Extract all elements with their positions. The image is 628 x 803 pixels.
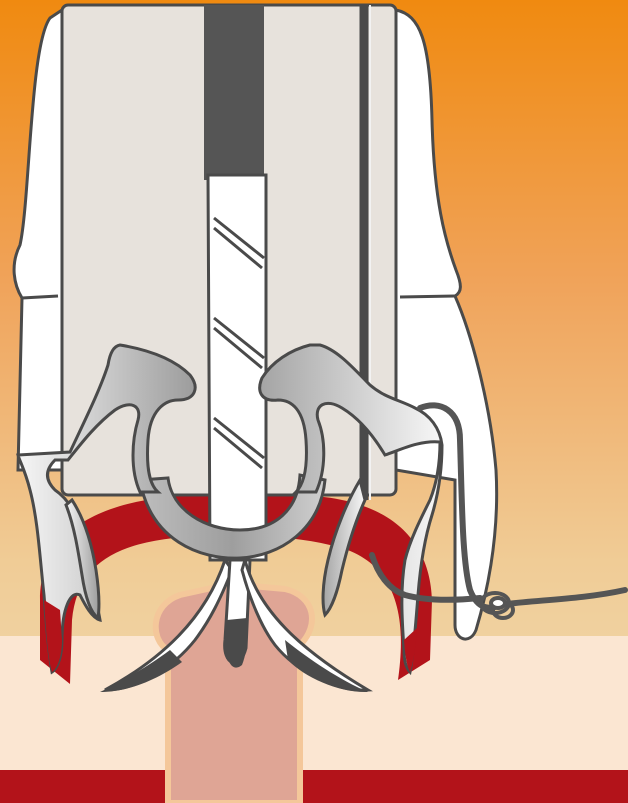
- left-arm-segment-line: [22, 296, 58, 298]
- central-rod: [204, 5, 264, 180]
- right-arm-segment-line: [400, 296, 455, 297]
- central-shaft: [208, 175, 266, 560]
- muscle-band: [0, 770, 628, 803]
